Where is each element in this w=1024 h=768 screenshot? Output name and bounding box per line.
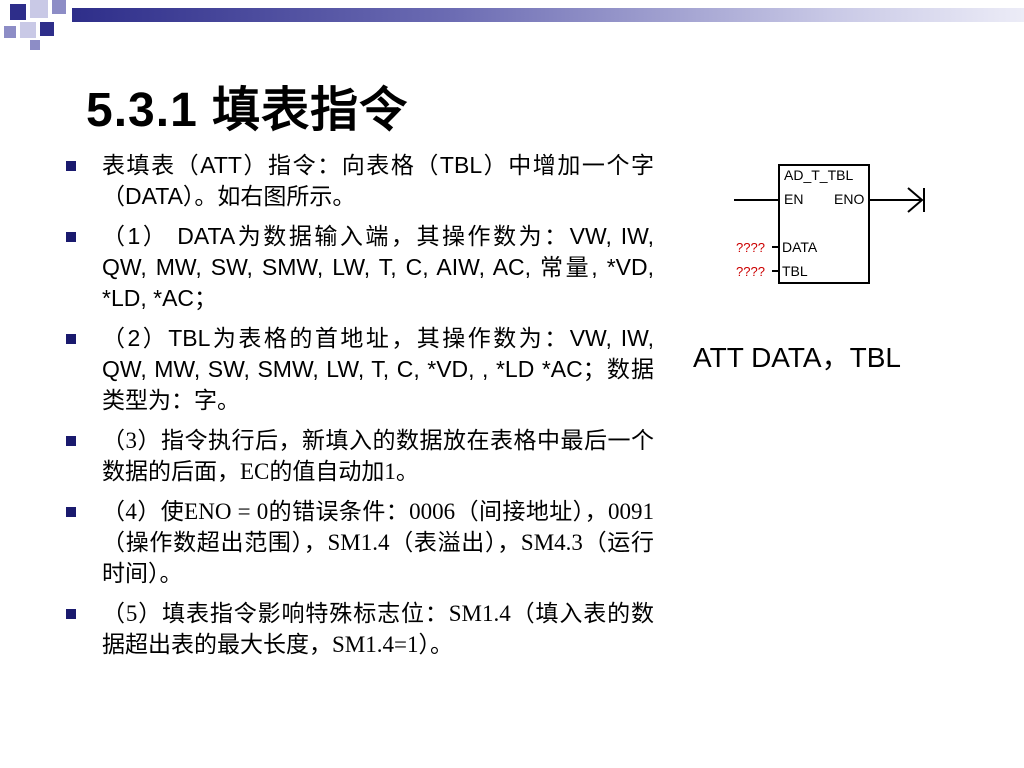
en-pin: EN (784, 191, 803, 207)
bullet-item: 表填表（ATT）指令：向表格（TBL）中增加一个字（DATA）。如右图所示。 (64, 150, 654, 212)
bullet-text: （2）TBL为表格的首地址，其操作数为：VW, IW, QW, MW, SW, … (102, 325, 654, 413)
bullet-item: （2）TBL为表格的首地址，其操作数为：VW, IW, QW, MW, SW, … (64, 323, 654, 416)
bullet-item: （1） DATA为数据输入端，其操作数为：VW, IW, QW, MW, SW,… (64, 221, 654, 314)
data-pin: DATA (782, 239, 818, 255)
square-bullet-icon (66, 334, 76, 344)
square-bullet-icon (66, 436, 76, 446)
block-name: AD_T_TBL (784, 167, 853, 183)
bullet-text: 表填表（ATT）指令：向表格（TBL）中增加一个字（DATA）。如右图所示。 (102, 152, 654, 209)
eno-arrow-icon (907, 187, 924, 213)
bullet-text: （5）填表指令影响特殊标志位：SM1.4（填入表的数据超出表的最大长度，SM1.… (102, 601, 654, 657)
bullet-item: （4）使ENO = 0的错误条件：0006（间接地址），0091（操作数超出范围… (64, 496, 654, 589)
square-bullet-icon (66, 232, 76, 242)
bullet-item: （3）指令执行后，新填入的数据放在表格中最后一个数据的后面，EC的值自动加1。 (64, 425, 654, 487)
bullet-item: （5）填表指令影响特殊标志位：SM1.4（填入表的数据超出表的最大长度，SM1.… (64, 598, 654, 660)
function-block-box (778, 164, 870, 284)
bullet-text: （4）使ENO = 0的错误条件：0006（间接地址），0091（操作数超出范围… (102, 499, 654, 586)
square-bullet-icon (66, 161, 76, 171)
tbl-operand: ???? (736, 264, 765, 279)
att-function-block-diagram: AD_T_TBL EN ENO DATA TBL ???? ???? (734, 164, 925, 284)
instruction-caption: ATT DATA，TBL (693, 342, 901, 373)
eno-pin: ENO (834, 191, 864, 207)
bullet-text: （3）指令执行后，新填入的数据放在表格中最后一个数据的后面，EC的值自动加1。 (102, 428, 654, 484)
bullet-text: （1） DATA为数据输入端，其操作数为：VW, IW, QW, MW, SW,… (102, 223, 654, 311)
corner-decoration (0, 0, 80, 60)
square-bullet-icon (66, 609, 76, 619)
slide-title: 5.3.1 填表指令 (86, 84, 409, 137)
header-bar (72, 8, 1024, 22)
bullet-list: 表填表（ATT）指令：向表格（TBL）中增加一个字（DATA）。如右图所示。 （… (64, 150, 654, 669)
data-operand: ???? (736, 240, 765, 255)
tbl-pin: TBL (782, 263, 808, 279)
square-bullet-icon (66, 507, 76, 517)
